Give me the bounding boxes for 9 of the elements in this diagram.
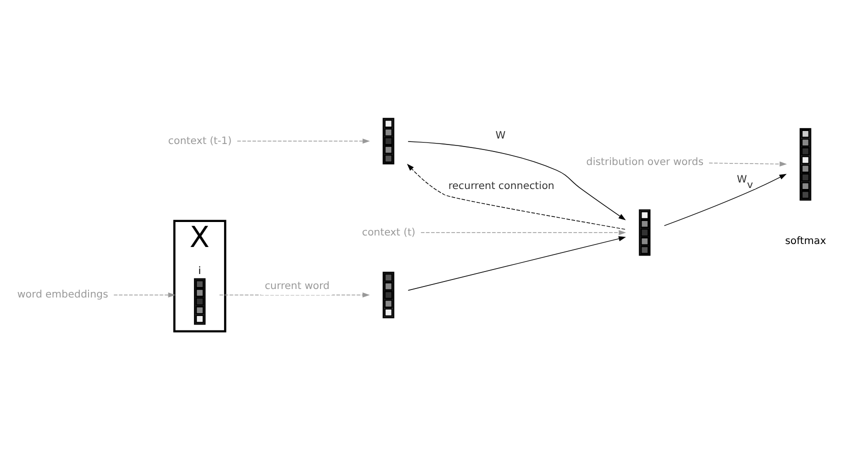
node-text: context (t) bbox=[362, 227, 416, 238]
edge-label: recurrent connection bbox=[448, 180, 554, 192]
label: softmax bbox=[785, 236, 826, 247]
edge-label: current word bbox=[264, 280, 330, 292]
node-label: i bbox=[198, 266, 202, 278]
node-text: context (t-1) bbox=[168, 136, 232, 147]
node-text: word embeddings bbox=[17, 290, 108, 301]
node-text: distribution over words bbox=[586, 156, 704, 168]
edge-label: W bbox=[496, 130, 506, 142]
